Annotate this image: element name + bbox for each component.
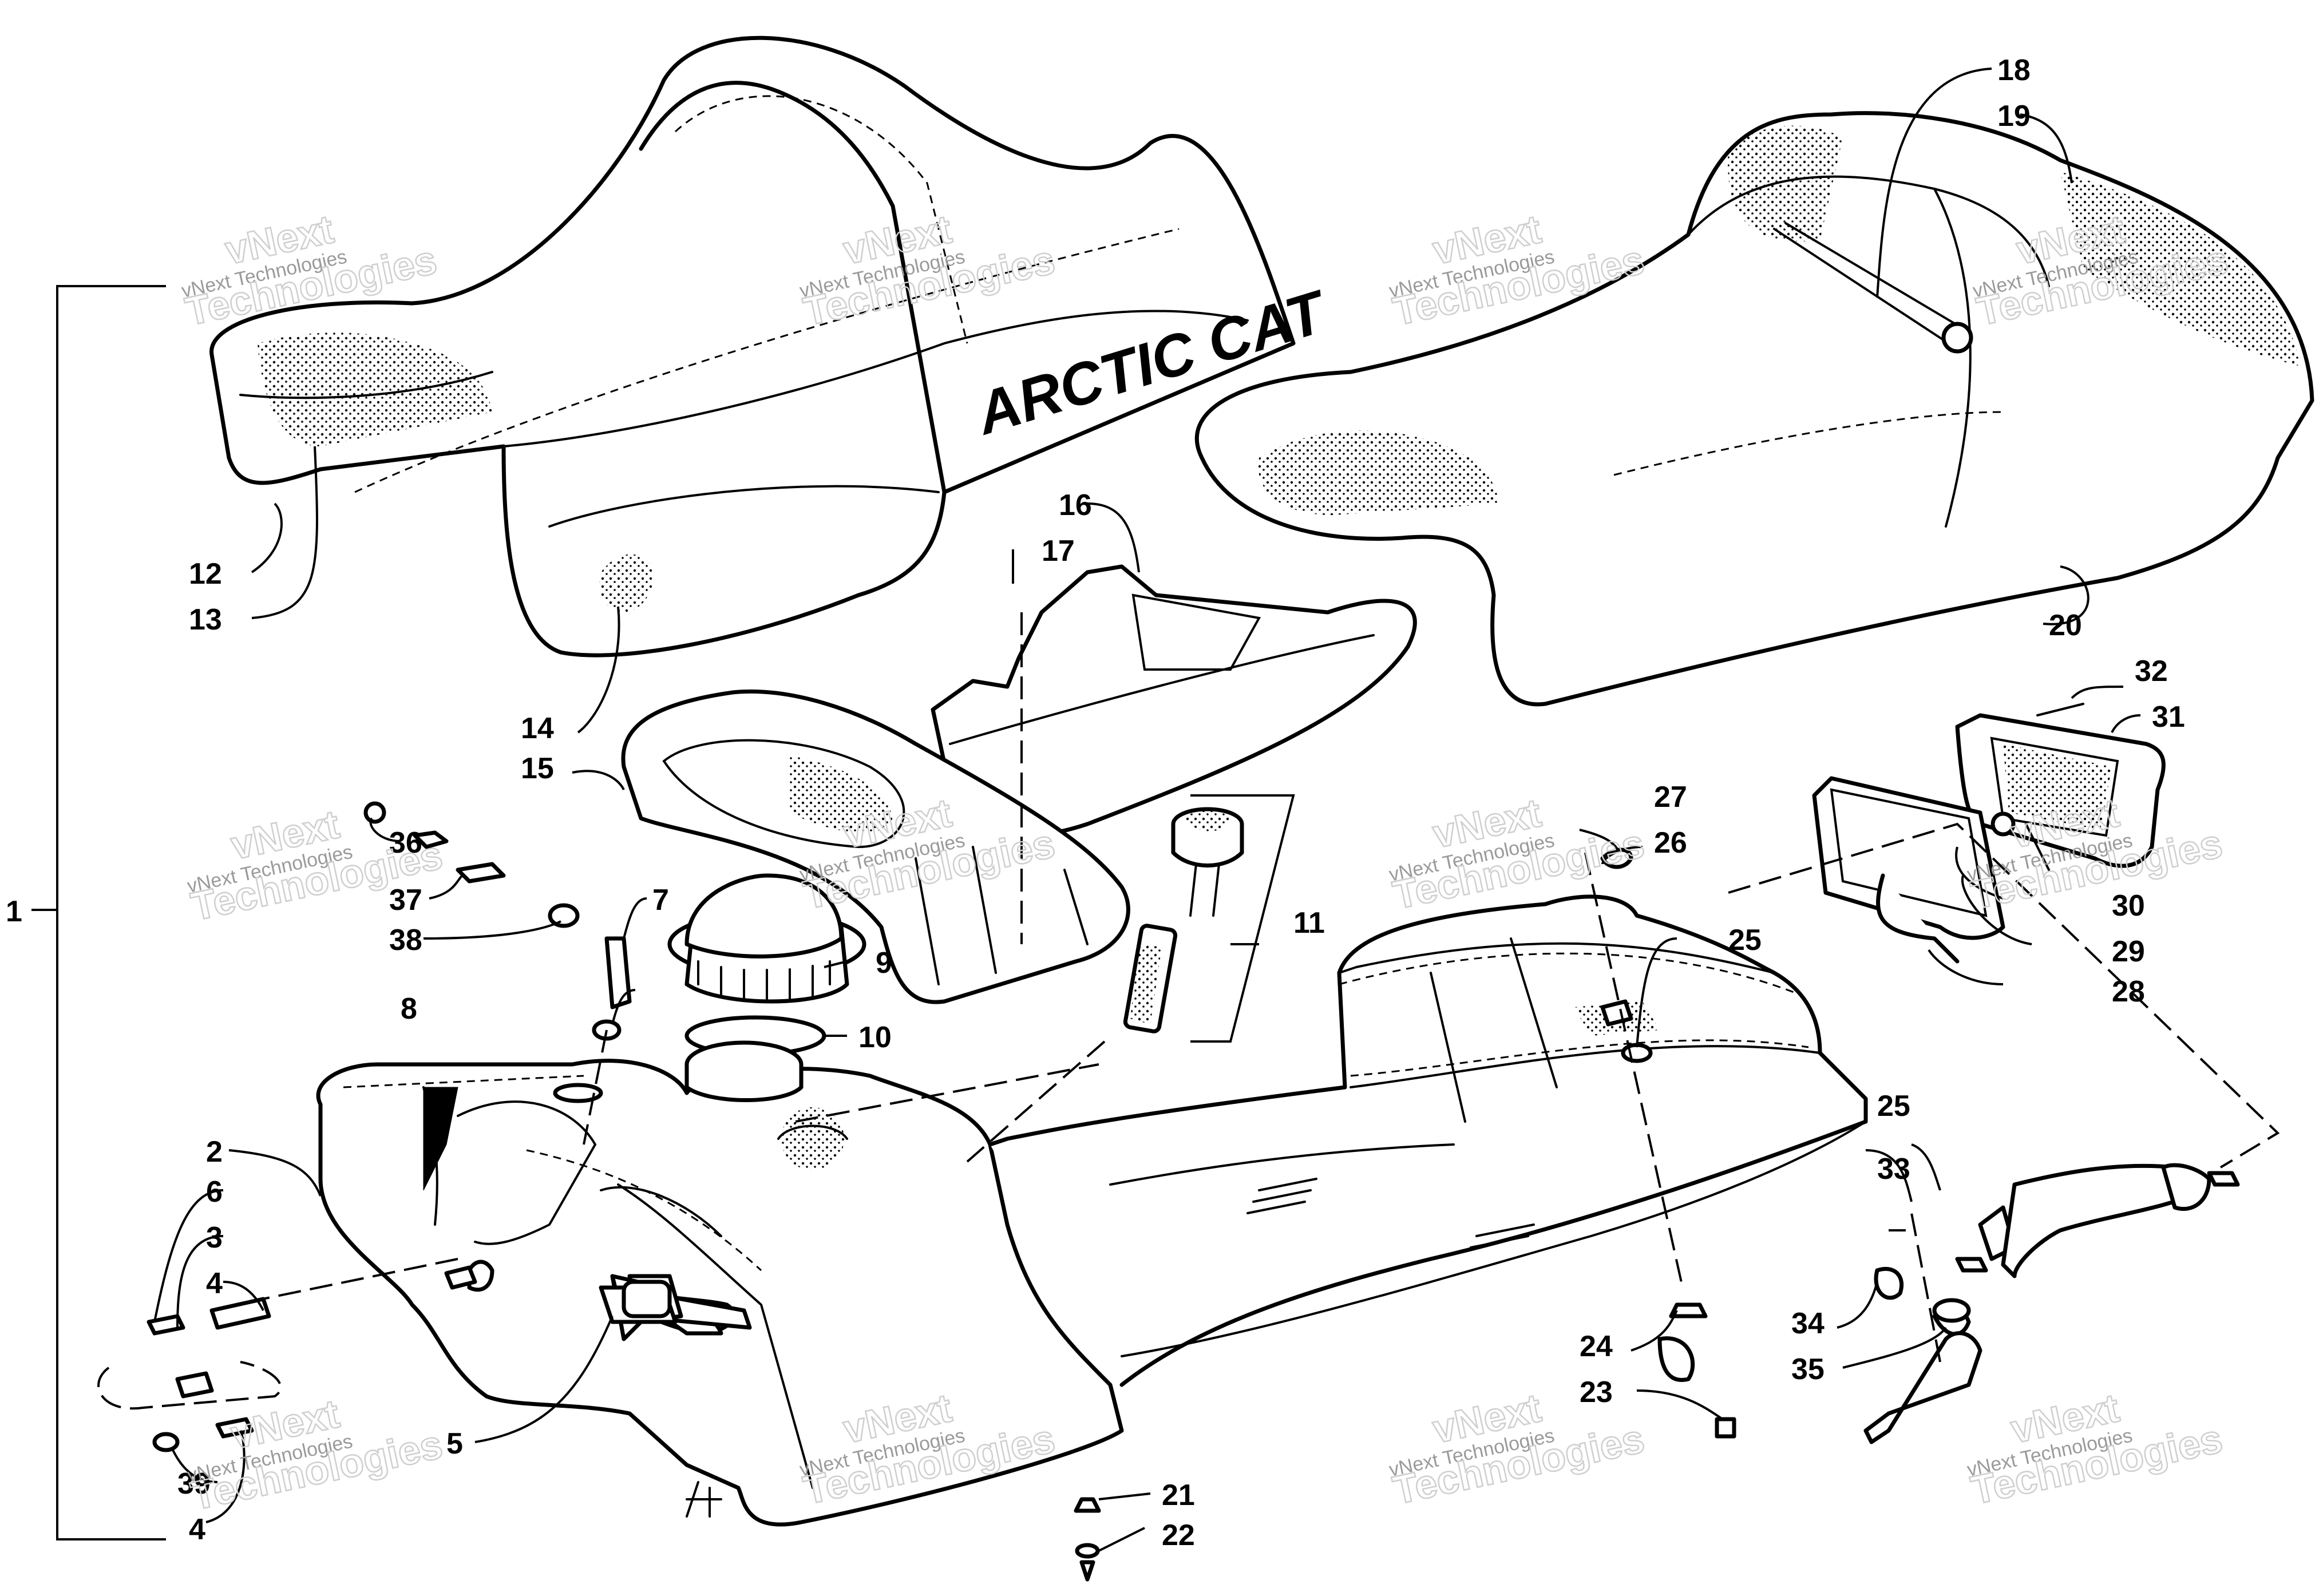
callout-25: 25 (1728, 924, 1762, 957)
taillight (1812, 703, 2166, 964)
callout-26: 26 (1654, 826, 1687, 860)
reference-lines (97, 612, 2280, 1410)
seat-left: ARCTIC CAT (209, 35, 1336, 658)
callout-leaders (153, 68, 2141, 1552)
callout-11: 11 (1293, 906, 1325, 940)
callout-4: 4 (206, 1267, 223, 1300)
callout-15: 15 (521, 752, 554, 785)
callout-1: 1 (6, 895, 22, 928)
callout-4-lower: 4 (189, 1513, 205, 1546)
callout-32: 32 (2135, 655, 2168, 688)
callout-37: 37 (389, 884, 422, 917)
callout-34: 34 (1791, 1307, 1825, 1340)
callout-39: 39 (177, 1467, 211, 1500)
callout-5: 5 (446, 1427, 463, 1460)
callout-27: 27 (1654, 781, 1687, 814)
callout-10: 10 (858, 1021, 892, 1054)
watermark-9: vNext vNext Technologies Technologies (185, 1391, 447, 1519)
assembly-bracket (31, 285, 166, 1540)
callout-31: 31 (2152, 700, 2185, 734)
callout-3: 3 (206, 1221, 223, 1254)
callout-30: 30 (2112, 889, 2145, 922)
callout-12: 12 (189, 557, 222, 591)
callout-33: 33 (1877, 1153, 1910, 1186)
gas-cap (667, 873, 866, 1056)
callout-2: 2 (206, 1135, 223, 1169)
chassis-tray (988, 894, 1868, 1387)
callout-labels: 1 2 3 4 5 6 7 8 9 10 11 12 13 14 15 16 1… (6, 54, 2185, 1552)
callout-23: 23 (1580, 1376, 1613, 1409)
callout-21: 21 (1162, 1479, 1195, 1512)
callout-36: 36 (389, 826, 422, 860)
callout-6: 6 (206, 1175, 223, 1209)
callout-25-right: 25 (1877, 1090, 1910, 1123)
callout-7: 7 (652, 884, 669, 917)
callout-19: 19 (1997, 100, 2031, 133)
callout-20: 20 (2049, 609, 2082, 642)
callout-28: 28 (2112, 975, 2145, 1008)
callout-38: 38 (389, 924, 422, 957)
callout-17: 17 (1042, 534, 1075, 568)
callout-18: 18 (1997, 54, 2031, 87)
callout-8: 8 (401, 992, 417, 1025)
callout-22: 22 (1162, 1519, 1195, 1552)
callout-14: 14 (521, 712, 554, 745)
callout-29: 29 (2112, 935, 2145, 968)
watermark-12: vNext vNext Technologies Technologies (1965, 1385, 2227, 1514)
seat-right (1194, 111, 2314, 707)
callout-16: 16 (1059, 489, 1092, 522)
watermark-7: vNext vNext Technologies Technologies (1387, 790, 1649, 918)
backrest-pad (621, 689, 1130, 1004)
callout-9: 9 (876, 946, 892, 980)
gas-tank (316, 1040, 1124, 1527)
callout-13: 13 (189, 603, 222, 636)
watermarks: vNext vNext Technologies Technologies vN… (180, 206, 2233, 1519)
fuel-sender (1123, 794, 1295, 1043)
callout-24: 24 (1580, 1330, 1613, 1363)
callout-35: 35 (1791, 1353, 1825, 1386)
